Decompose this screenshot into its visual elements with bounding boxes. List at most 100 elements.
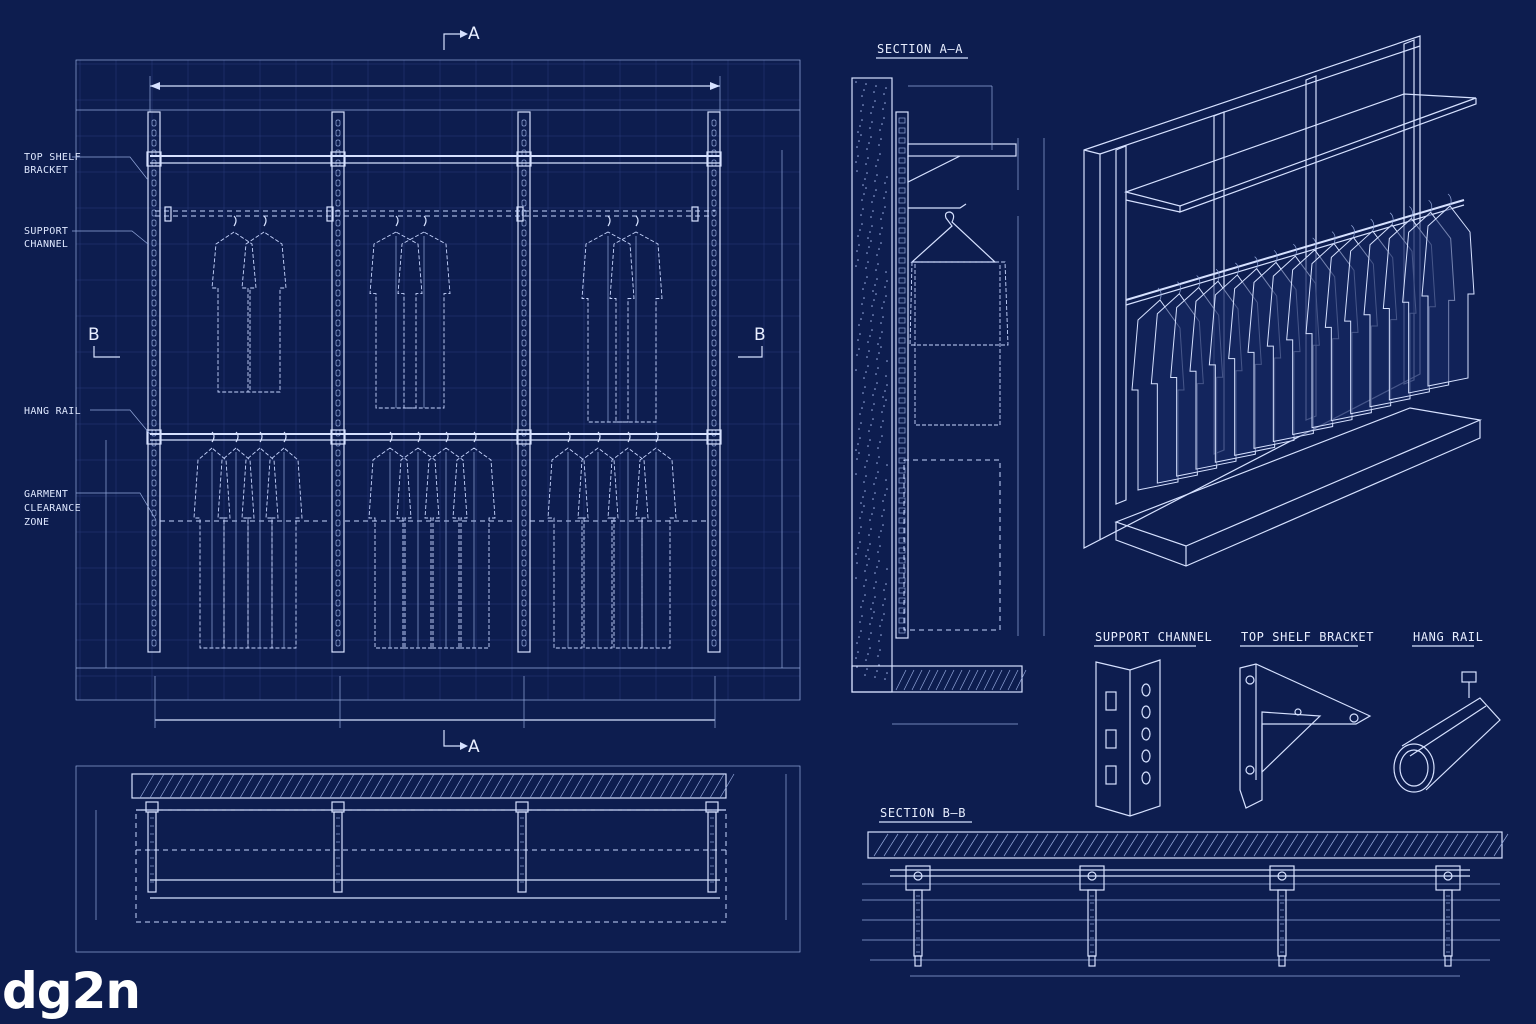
wall-texture xyxy=(866,252,868,254)
wall-texture xyxy=(866,172,868,174)
hatch-line xyxy=(609,773,625,799)
wall-texture xyxy=(873,507,875,509)
hanger-hook xyxy=(423,215,427,227)
upright-slot xyxy=(521,449,527,457)
garment xyxy=(577,431,619,649)
wall-texture xyxy=(856,562,858,564)
upright-slot xyxy=(711,519,717,527)
hatch-line xyxy=(169,773,185,799)
upright-slot xyxy=(335,169,341,177)
channel-slot xyxy=(898,557,906,564)
wall-texture xyxy=(874,596,876,598)
garment xyxy=(609,215,663,423)
wall-texture xyxy=(879,233,881,235)
wall-texture xyxy=(883,301,885,303)
wall-texture xyxy=(882,396,884,398)
upright-slot xyxy=(521,529,527,537)
section-b-hatch xyxy=(1013,833,1029,857)
upright-slot xyxy=(521,369,527,377)
section-b-foot xyxy=(1444,955,1452,967)
wall-texture xyxy=(871,409,873,411)
upright-slot xyxy=(151,199,157,207)
section-b-hatch xyxy=(1393,833,1409,857)
upright-slot xyxy=(151,409,157,417)
channel-slot xyxy=(898,267,906,274)
wall-texture xyxy=(877,471,879,473)
section-b-title: SECTION B–B xyxy=(880,806,966,820)
upright-slot xyxy=(335,409,341,417)
hatch-line xyxy=(589,773,605,799)
channel-slot xyxy=(898,197,906,204)
channel-slot xyxy=(898,547,906,554)
wall-texture xyxy=(869,231,871,233)
wall-texture xyxy=(876,462,878,464)
shelf-bracket xyxy=(516,151,532,167)
post xyxy=(517,811,527,893)
wall-texture xyxy=(877,263,879,265)
garment xyxy=(217,431,255,649)
wall-texture xyxy=(883,405,885,407)
channel-slot xyxy=(898,207,906,214)
section-b-foot xyxy=(914,955,922,967)
upright-slot xyxy=(151,609,157,617)
wall-texture xyxy=(880,138,882,140)
hatch-line xyxy=(569,773,585,799)
upright-slot xyxy=(151,469,157,477)
channel-slot xyxy=(898,577,906,584)
upright-slot xyxy=(521,249,527,257)
upright-slot xyxy=(335,389,341,397)
wall-texture xyxy=(865,371,867,373)
wall-texture xyxy=(874,572,876,574)
upright-slot xyxy=(521,179,527,187)
upright-slot xyxy=(711,189,717,197)
upright-slot xyxy=(151,279,157,287)
wall-texture xyxy=(876,278,878,280)
wall-texture xyxy=(862,104,864,106)
floor-hatch-line xyxy=(983,669,995,691)
wall-texture xyxy=(884,206,886,208)
hatch-line xyxy=(449,773,465,799)
wall-texture xyxy=(857,339,859,341)
upright-slot xyxy=(711,229,717,237)
garment xyxy=(607,431,649,649)
rail-clip xyxy=(164,206,172,222)
wall-texture xyxy=(873,403,875,405)
garment xyxy=(547,431,589,649)
wall-texture xyxy=(874,388,876,390)
upright-slot xyxy=(711,129,717,137)
upright-slot xyxy=(711,549,717,557)
wall-texture xyxy=(885,271,887,273)
wall-texture xyxy=(871,617,873,619)
wall-texture xyxy=(880,426,882,428)
upright-slot xyxy=(521,479,527,487)
hanger-hook xyxy=(473,431,477,443)
iso-hanger xyxy=(1428,199,1433,213)
upright-slot xyxy=(711,439,717,447)
floor-hatch-line xyxy=(1007,669,1019,691)
rail-clip xyxy=(516,206,524,222)
hatch-line xyxy=(269,773,285,799)
detail-support-channel: SUPPORT CHANNEL xyxy=(1094,630,1212,817)
wall-texture xyxy=(863,193,865,195)
channel-slot xyxy=(898,277,906,284)
upright-slot xyxy=(335,199,341,207)
section-b-hatch xyxy=(1213,833,1229,857)
upright-slot xyxy=(711,569,717,577)
wall-texture xyxy=(870,136,872,138)
upright-slot xyxy=(521,549,527,557)
channel-slot xyxy=(898,217,906,224)
channel-slot xyxy=(898,407,906,414)
wall-texture xyxy=(857,155,859,157)
wall-texture xyxy=(884,390,886,392)
wall-texture xyxy=(876,382,878,384)
hatch-line xyxy=(549,773,565,799)
section-b-hatch xyxy=(893,833,909,857)
upright-slot xyxy=(335,139,341,147)
isometric-view xyxy=(1083,35,1483,567)
detail-top-shelf-bracket: TOP SHELF BRACKET xyxy=(1239,630,1373,809)
channel-slot xyxy=(898,137,906,144)
wall-texture xyxy=(879,649,881,651)
upright-slot xyxy=(711,399,717,407)
wall-texture xyxy=(875,373,877,375)
upright-slot xyxy=(151,269,157,277)
